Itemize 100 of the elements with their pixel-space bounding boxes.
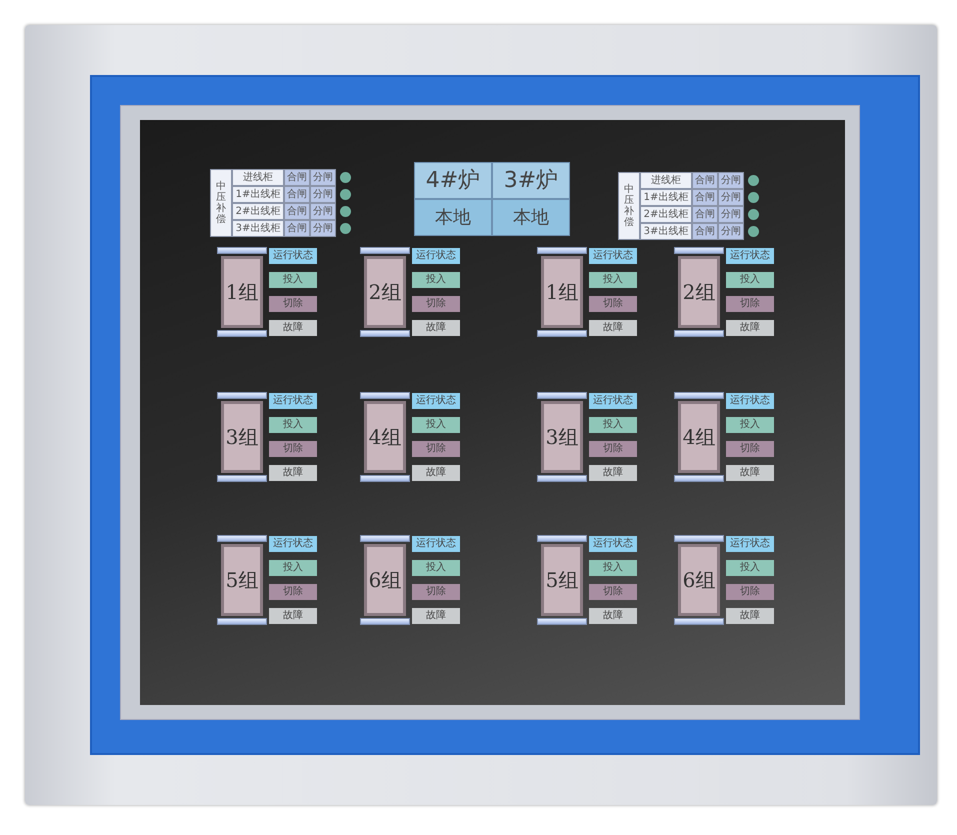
status-indicator: 投入 xyxy=(726,560,774,576)
group-display-panel: 3组 xyxy=(541,401,583,473)
status-indicator: 故障 xyxy=(589,465,637,481)
status-indicator: 切除 xyxy=(589,441,637,457)
table-cell: 2#出线柜 xyxy=(232,203,284,220)
table-cell: 1#出线柜 xyxy=(232,186,284,203)
table-cell: 进线柜 xyxy=(640,172,692,189)
status-indicator: 运行状态 xyxy=(412,536,460,552)
group-display-panel: 5组 xyxy=(541,544,583,616)
group-display-panel: 1组 xyxy=(541,256,583,328)
status-indicator: 切除 xyxy=(726,584,774,600)
furnace-cell: 4#炉 xyxy=(414,162,492,199)
table-cell: 分闸 xyxy=(718,223,744,240)
status-indicator: 切除 xyxy=(269,296,317,312)
status-indicator: 故障 xyxy=(269,608,317,624)
status-indicator: 故障 xyxy=(412,608,460,624)
status-indicator: 切除 xyxy=(726,441,774,457)
table-cell: 合闸 xyxy=(692,189,718,206)
group-display-panel: 2组 xyxy=(678,256,720,328)
status-indicator: 运行状态 xyxy=(589,393,637,409)
status-indicator: 切除 xyxy=(412,441,460,457)
status-indicator: 运行状态 xyxy=(726,536,774,552)
table-cell: 分闸 xyxy=(718,172,744,189)
status-indicator: 故障 xyxy=(589,320,637,336)
capacitor-group-widget xyxy=(674,535,774,625)
status-indicator: 运行状态 xyxy=(269,393,317,409)
status-indicator: 投入 xyxy=(269,560,317,576)
capacitor-group-widget xyxy=(360,247,460,337)
capacitor-group-widget xyxy=(360,392,460,482)
status-indicator: 投入 xyxy=(269,417,317,433)
status-indicator: 投入 xyxy=(589,560,637,576)
status-indicator: 故障 xyxy=(269,320,317,336)
table-cell: 进线柜 xyxy=(232,169,284,186)
status-indicator: 运行状态 xyxy=(589,248,637,264)
status-indicator: 投入 xyxy=(589,272,637,288)
furnace-cell: 本地 xyxy=(414,199,492,236)
status-indicator: 切除 xyxy=(412,296,460,312)
furnace-cell: 本地 xyxy=(492,199,570,236)
status-indicator: 切除 xyxy=(269,584,317,600)
table-cell: 合闸 xyxy=(692,206,718,223)
group-display-panel: 6组 xyxy=(678,544,720,616)
group-display-panel: 5组 xyxy=(221,544,263,616)
group-display-panel: 2组 xyxy=(364,256,406,328)
table-cell: 3#出线柜 xyxy=(640,223,692,240)
group-display-panel: 3组 xyxy=(221,401,263,473)
status-indicator: 运行状态 xyxy=(726,393,774,409)
status-indicator: 切除 xyxy=(412,584,460,600)
capacitor-group-widget xyxy=(537,535,637,625)
group-display-panel: 6组 xyxy=(364,544,406,616)
table-cell: 分闸 xyxy=(310,169,336,186)
capacitor-group-widget xyxy=(360,535,460,625)
table-cell: 合闸 xyxy=(692,172,718,189)
status-indicator: 运行状态 xyxy=(726,248,774,264)
status-indicator: 故障 xyxy=(726,320,774,336)
table-cell: 合闸 xyxy=(692,223,718,240)
capacitor-group-widget xyxy=(674,247,774,337)
status-indicator: 投入 xyxy=(412,560,460,576)
table-cell: 合闸 xyxy=(284,169,310,186)
table-cell: 合闸 xyxy=(284,186,310,203)
table-cell: 分闸 xyxy=(310,203,336,220)
group-display-panel: 4组 xyxy=(364,401,406,473)
table-cell: 合闸 xyxy=(284,203,310,220)
status-indicator: 切除 xyxy=(269,441,317,457)
table-cell: 分闸 xyxy=(718,206,744,223)
table-cell: 2#出线柜 xyxy=(640,206,692,223)
table-cell: 分闸 xyxy=(310,186,336,203)
table-cell: 3#出线柜 xyxy=(232,220,284,237)
status-indicator: 切除 xyxy=(589,584,637,600)
status-indicator: 故障 xyxy=(412,465,460,481)
status-indicator: 运行状态 xyxy=(269,248,317,264)
table-header: 中压补偿 xyxy=(216,181,226,225)
status-indicator: 投入 xyxy=(726,272,774,288)
status-indicator: 投入 xyxy=(412,272,460,288)
capacitor-group-widget xyxy=(537,392,637,482)
group-display-panel: 1组 xyxy=(221,256,263,328)
furnace-cell: 3#炉 xyxy=(492,162,570,199)
capacitor-group-widget xyxy=(217,392,317,482)
table-cell: 分闸 xyxy=(310,220,336,237)
status-indicator: 故障 xyxy=(589,608,637,624)
status-indicator: 故障 xyxy=(269,465,317,481)
table-cell: 合闸 xyxy=(284,220,310,237)
table-cell: 分闸 xyxy=(718,189,744,206)
status-indicator: 故障 xyxy=(726,608,774,624)
status-indicator: 切除 xyxy=(726,296,774,312)
status-indicator: 运行状态 xyxy=(269,536,317,552)
status-indicator: 投入 xyxy=(589,417,637,433)
table-header: 中压补偿 xyxy=(624,184,634,228)
status-indicator: 故障 xyxy=(726,465,774,481)
status-indicator: 运行状态 xyxy=(412,393,460,409)
status-indicator: 运行状态 xyxy=(589,536,637,552)
table-cell: 1#出线柜 xyxy=(640,189,692,206)
capacitor-group-widget xyxy=(674,392,774,482)
capacitor-group-widget xyxy=(217,247,317,337)
capacitor-group-widget xyxy=(217,535,317,625)
status-indicator: 投入 xyxy=(269,272,317,288)
status-indicator: 投入 xyxy=(412,417,460,433)
capacitor-group-widget xyxy=(537,247,637,337)
status-indicator: 投入 xyxy=(726,417,774,433)
group-display-panel: 4组 xyxy=(678,401,720,473)
status-indicator: 故障 xyxy=(412,320,460,336)
